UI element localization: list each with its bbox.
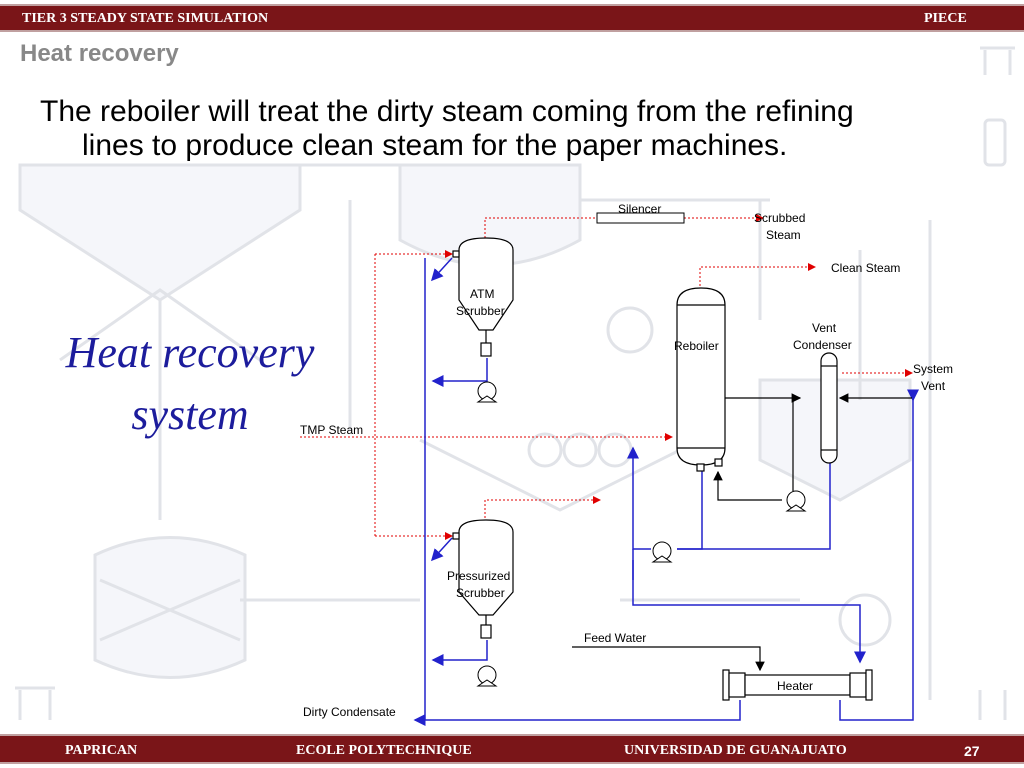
reboiler-bottom-line <box>677 470 703 550</box>
pressurized-scrubber <box>452 519 514 639</box>
label-atm-1: ATM <box>470 287 494 301</box>
vent-to-heater-line <box>839 395 914 721</box>
label-tmp-steam: TMP Steam <box>300 423 363 437</box>
steam-line-clean-steam <box>699 263 816 286</box>
reboiler-feed-pump <box>651 541 673 563</box>
header-bar: TIER 3 STEADY STATE SIMULATION PIECE <box>0 4 1024 32</box>
label-vent-condenser-2: Condenser <box>793 338 852 352</box>
label-clean-steam: Clean Steam <box>831 261 900 275</box>
footer-org-polytechnique: ECOLE POLYTECHNIQUE <box>296 743 472 758</box>
label-pressurized-2: Scrubber <box>456 586 505 600</box>
vent-condenser <box>820 352 838 464</box>
reboiler <box>676 287 726 472</box>
atm-pump <box>476 381 498 403</box>
page-number: 27 <box>964 743 980 759</box>
header-right-title: PIECE <box>924 11 967 26</box>
heater <box>722 669 873 701</box>
body-line-1: The reboiler will treat the dirty steam … <box>40 95 854 128</box>
label-scrubbed-steam-2: Steam <box>766 228 801 242</box>
label-reboiler: Reboiler <box>674 339 719 353</box>
reboiler-feed-line <box>627 446 651 550</box>
label-feed-water: Feed Water <box>584 631 646 645</box>
condenser-pump <box>785 490 807 512</box>
atm-scrubber <box>452 237 514 357</box>
header-left-title: TIER 3 STEADY STATE SIMULATION <box>22 11 269 26</box>
silencer <box>596 212 685 224</box>
slide-title: Heat recovery <box>20 40 179 67</box>
label-atm-2: Scrubber <box>456 304 505 318</box>
steam-line-to-silencer <box>484 217 597 242</box>
atm-recycle-line <box>431 358 488 387</box>
footer-org-guanajuato: UNIVERSIDAD DE GUANAJUATO <box>624 743 847 758</box>
label-vent-condenser-1: Vent <box>812 321 837 335</box>
body-text: The reboiler will treat the dirty steam … <box>40 95 1000 163</box>
heater-inlet-line <box>632 560 866 664</box>
label-system-vent-2: Vent <box>921 379 946 393</box>
condenser-return-line <box>677 462 831 550</box>
footer-bar: PAPRICAN ECOLE POLYTECHNIQUE UNIVERSIDAD… <box>0 734 1024 764</box>
label-system-vent-1: System <box>913 362 953 376</box>
feed-water-line <box>572 646 765 672</box>
pressurized-pump <box>476 665 498 687</box>
label-pressurized-1: Pressurized <box>447 569 510 583</box>
body-line-2: lines to produce clean steam for the pap… <box>82 129 788 162</box>
label-scrubbed-steam-1: Scrubbed <box>754 211 805 225</box>
heat-recovery-system-label: Heat recovery system <box>65 328 315 439</box>
label-silencer: Silencer <box>618 202 661 216</box>
label-heater: Heater <box>777 679 813 693</box>
label-dirty-condensate: Dirty Condensate <box>303 705 396 719</box>
footer-org-paprican: PAPRICAN <box>65 743 138 758</box>
steam-line-pressurized-out <box>484 496 601 518</box>
